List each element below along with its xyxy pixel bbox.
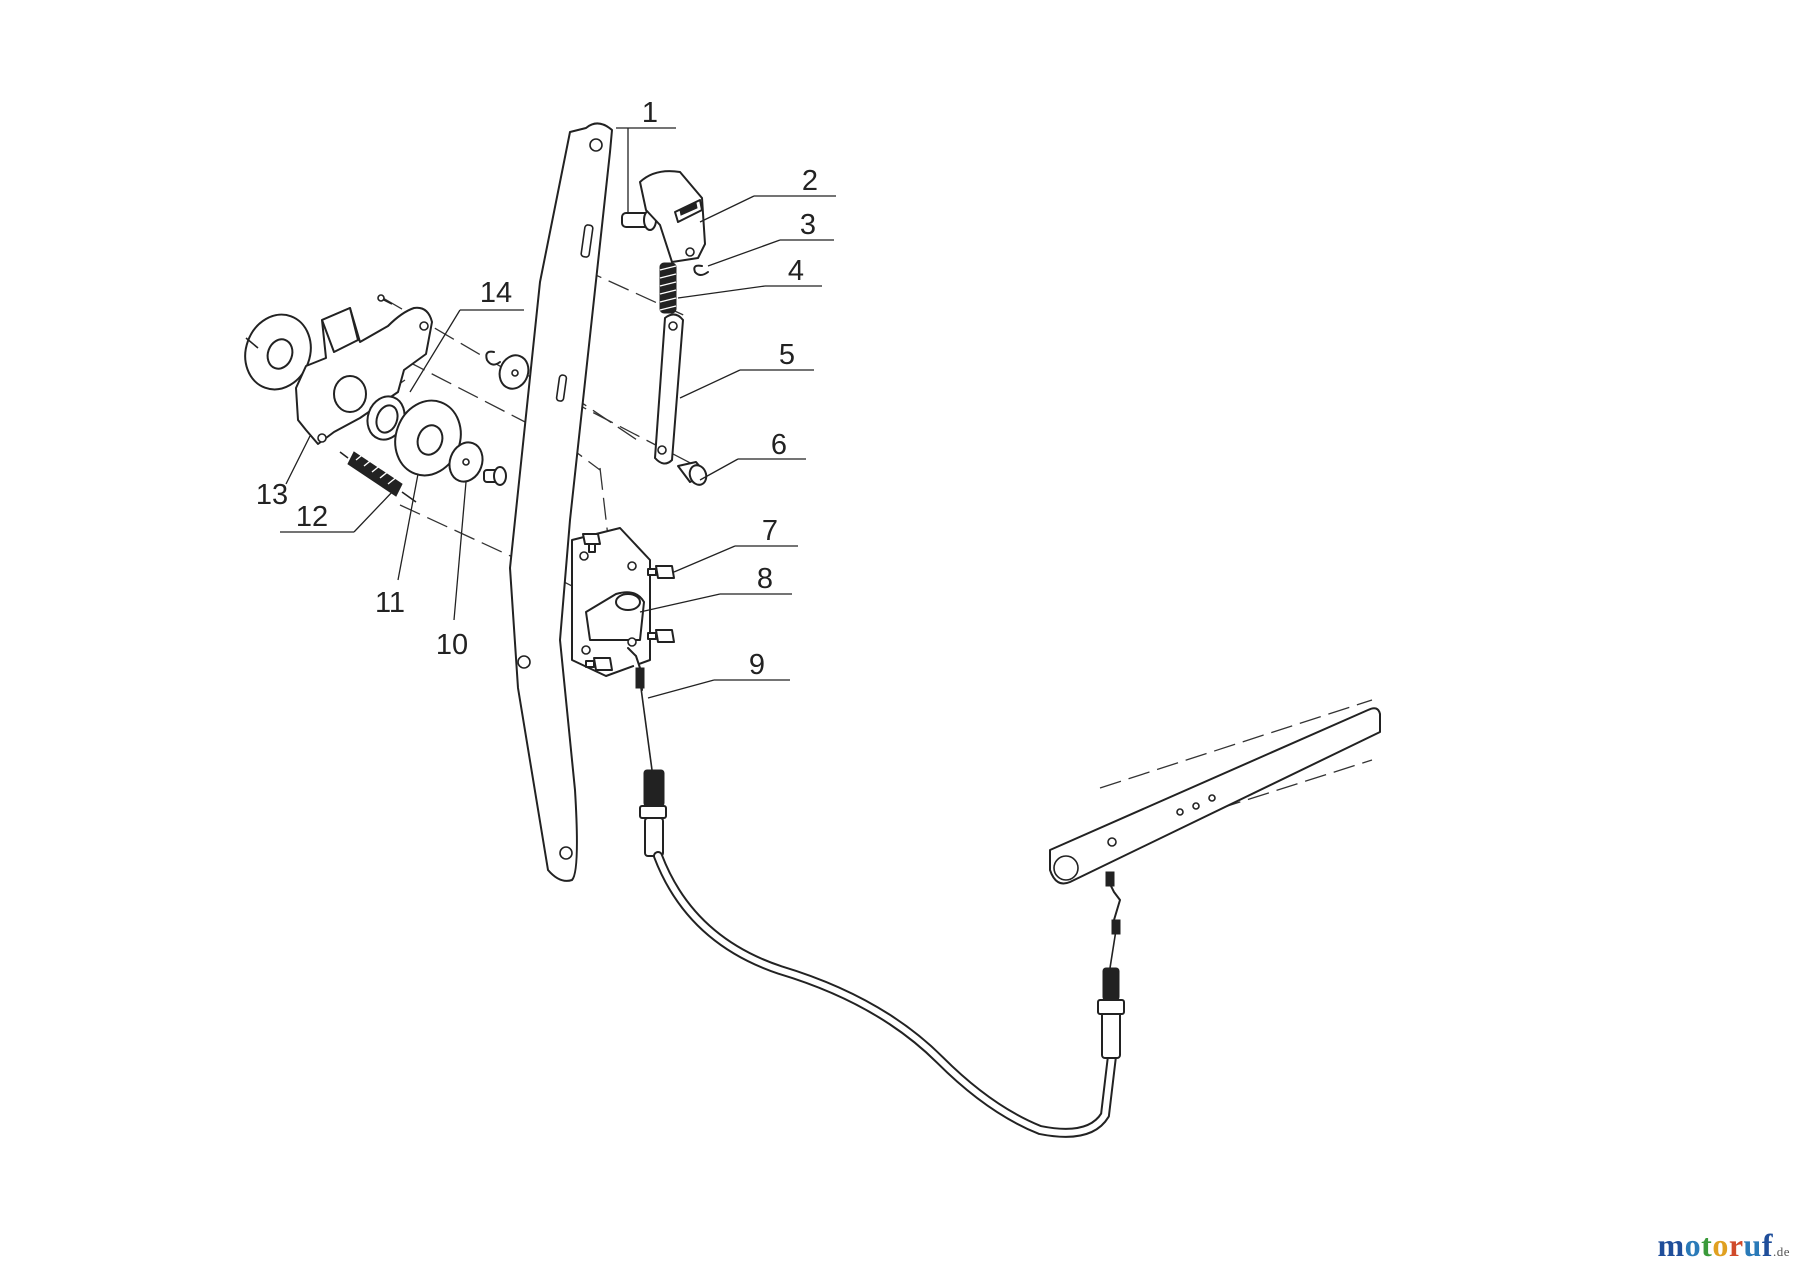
callout-2: 2 [802, 165, 818, 197]
callout-6: 6 [771, 429, 787, 461]
frame-bar [509, 122, 613, 882]
cable-fitting-lower [1097, 967, 1125, 1059]
washer-10 [448, 441, 507, 486]
callout-14: 14 [480, 277, 512, 309]
callout-12: 12 [296, 501, 328, 533]
callout-4: 4 [788, 255, 804, 287]
clip-3 [693, 264, 709, 276]
spring-4 [659, 262, 677, 314]
callout-11: 11 [375, 587, 405, 619]
callouts: 1 2 3 4 5 6 7 8 9 10 11 12 13 14 [256, 97, 818, 681]
lower-arm [1049, 707, 1381, 885]
callout-9: 9 [749, 649, 765, 681]
link-bar-5 [654, 313, 684, 465]
spring-12 [339, 451, 417, 503]
bolts-7 [582, 533, 675, 671]
callout-13: 13 [256, 479, 288, 511]
bracket-plate-8 [571, 527, 651, 677]
callout-1: 1 [642, 97, 658, 129]
callout-8: 8 [757, 563, 773, 595]
handle-assembly [621, 170, 709, 486]
leader-lines [280, 127, 836, 699]
callout-10: 10 [436, 629, 468, 661]
cable-9 [627, 647, 1125, 1138]
callout-3: 3 [800, 209, 816, 241]
watermark-tld: .de [1772, 1244, 1790, 1259]
bracket-assembly [571, 527, 675, 677]
washer-left [244, 313, 312, 391]
lever-plate-13 [295, 306, 433, 445]
motoruf-watermark: motoruf motoruf.de [1657, 1227, 1790, 1263]
ring-14 [366, 395, 406, 441]
knob-2 [639, 170, 706, 263]
lever-assembly [244, 294, 530, 503]
cable-fitting-upper [639, 769, 667, 857]
callout-5: 5 [779, 339, 795, 371]
pin-6 [677, 461, 708, 486]
callout-7: 7 [762, 515, 778, 547]
